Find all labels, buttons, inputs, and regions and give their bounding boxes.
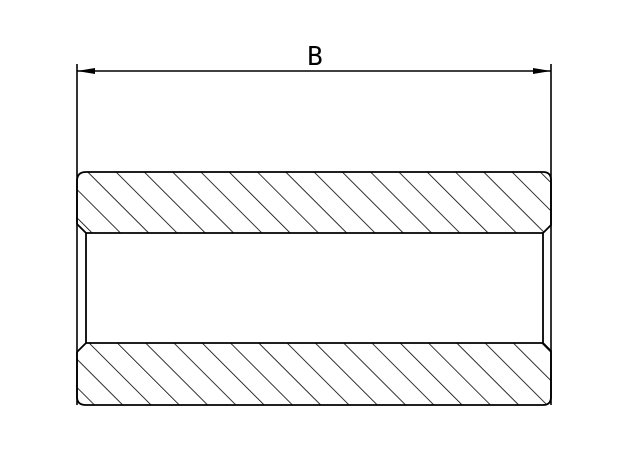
bottom-wall-section xyxy=(76,342,552,406)
dimension-label: B xyxy=(307,42,323,72)
arrow-right-icon xyxy=(533,68,551,74)
arrow-left-icon xyxy=(77,68,95,74)
bore xyxy=(85,233,544,343)
dimension-line xyxy=(77,68,551,74)
top-wall-section xyxy=(76,171,552,234)
